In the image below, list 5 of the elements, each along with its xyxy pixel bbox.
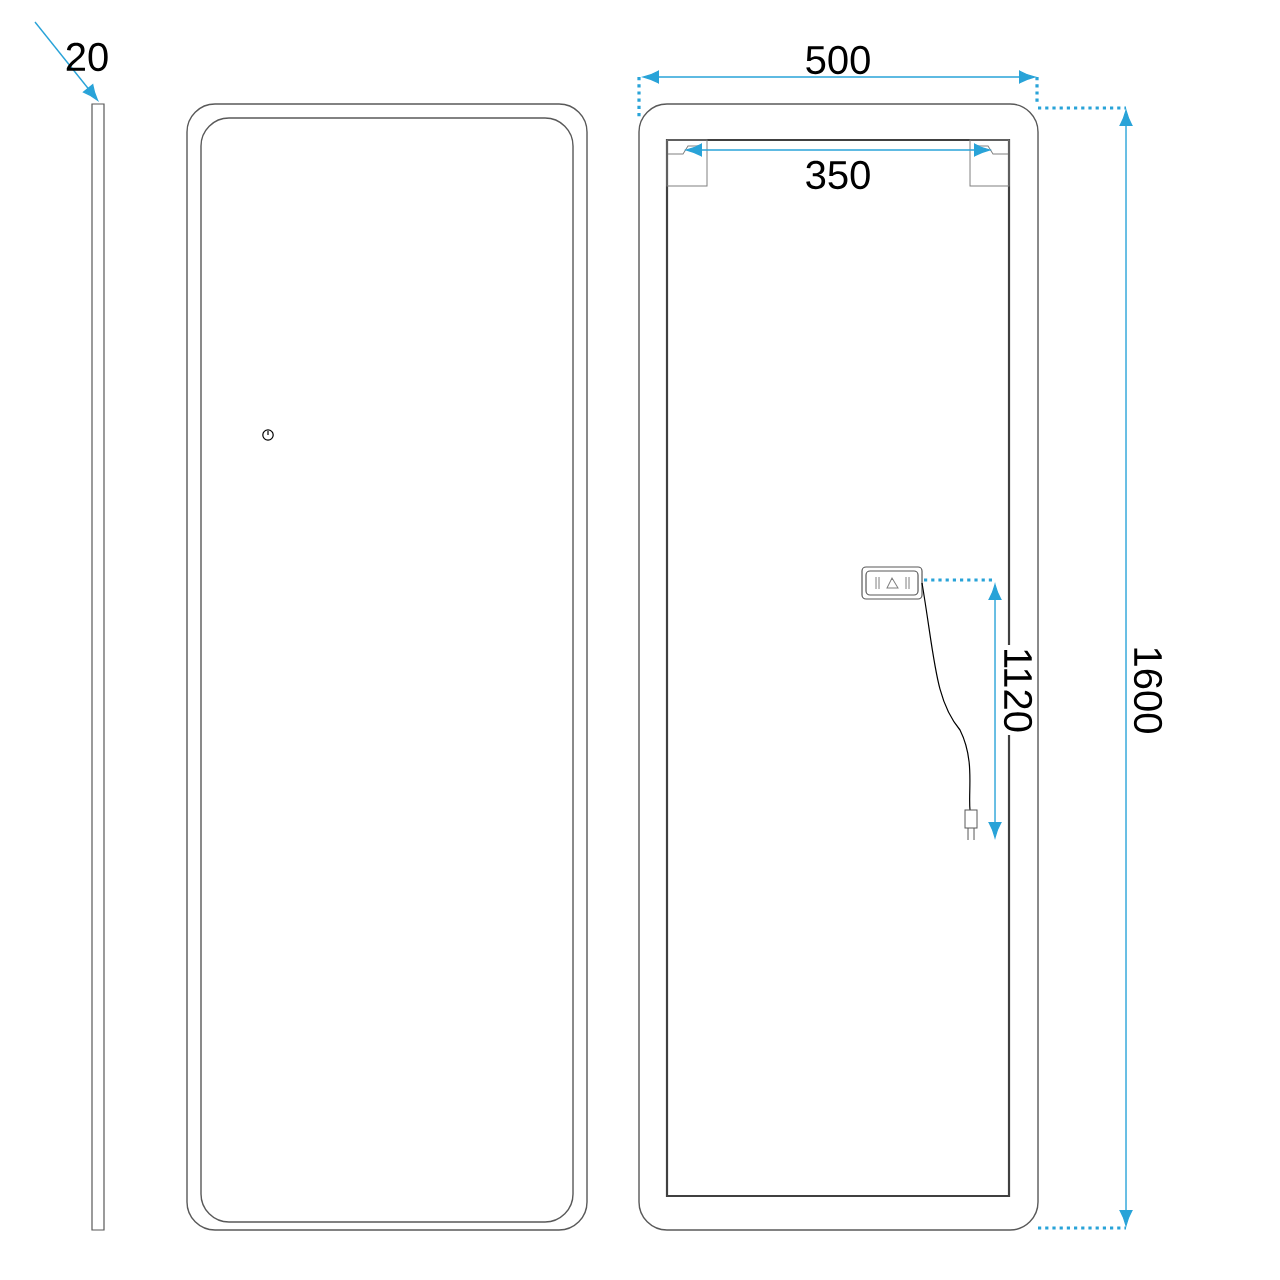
dimension-label: 500 xyxy=(806,45,870,75)
dimension-label: 1120 xyxy=(1001,645,1035,735)
dimension-label: 350 xyxy=(806,160,870,190)
dimension-label: 1600 xyxy=(1133,648,1163,733)
dimension-label: 20 xyxy=(66,42,108,72)
